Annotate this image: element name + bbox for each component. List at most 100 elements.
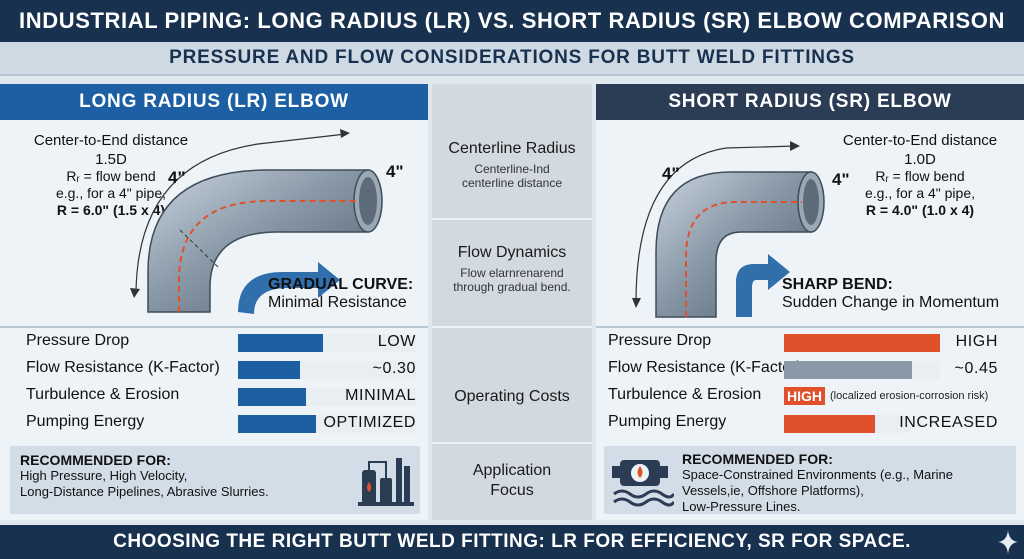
lr-curve-title: GRADUAL CURVE: [268,276,414,293]
metric-value: INCREASED [899,414,998,431]
bar-track [784,334,940,352]
metric-label: Pumping Energy [26,413,145,430]
bar-track [238,415,416,433]
lr-curve-sub: Minimal Resistance [268,294,407,311]
metric-label: Pumping Energy [608,413,727,430]
application-line2: Focus [490,482,534,499]
metric-label: Flow Resistance (K-Factor) [608,359,802,376]
sr-spec-line3: Rᵣ = flow bend [875,168,965,184]
bar-track [238,361,416,379]
lr-spec-line3: Rᵣ = flow bend [66,168,156,184]
lr-elbow-illustration [130,129,383,314]
sr-rec-line2: Vessels,ie, Offshore Platforms), [682,483,864,498]
sr-bar-fill [784,361,912,379]
sr-heading: SHORT RADIUS (SR) ELBOW [596,84,1024,120]
lr-dim-a: 4" [168,168,186,187]
metric-label: Turbulence & Erosion [26,386,180,403]
metric-value: ~0.30 [372,360,416,377]
lr-spec-line5: R = 6.0" (1.5 x 4) [56,202,166,218]
lr-rec-line2: Long-Distance Pipelines, Abrasive Slurri… [20,484,269,499]
flow-title: Flow Dynamics [457,244,567,261]
page-subtitle: PRESSURE AND FLOW CONSIDERATIONS FOR BUT… [0,42,1024,76]
metric-row: Turbulence & Erosion MINIMAL [26,386,416,408]
mid-divider-2 [432,326,592,328]
metric-row: Flow Resistance (K-Factor) ~0.45 [608,359,998,381]
sr-spec-line4: e.g., for a 4" pipe, [864,185,976,201]
lr-spec-line4: e.g., for a 4" pipe, [55,185,167,201]
flow-sub1: Flow elarnrenarend [460,266,564,280]
sparkle-icon [998,530,1018,554]
lr-bar-fill [238,361,301,379]
pump-icon [612,460,674,507]
sr-rec-title: RECOMMENDED FOR: [682,451,833,467]
centerline-sub1: Centerline-Ind [474,162,550,176]
sr-metrics: Pressure Drop HIGH Flow Resistance (K-Fa… [608,332,998,442]
comparison-column: Centerline Radius Centerline-Ind centerl… [432,84,592,520]
sr-dim-a: 4" [662,164,680,183]
lr-bar-fill [238,388,306,406]
bar-track [238,334,416,352]
sr-spec-line5: R = 4.0" (1.0 x 4) [865,202,975,218]
sr-spec: Center-to-End distance 1.0D Rᵣ = flow be… [820,132,1020,219]
operating-costs-block: Operating Costs [432,388,592,406]
metric-label: Flow Resistance (K-Factor) [26,359,220,376]
application-line1: Application [472,462,552,479]
lr-heading: LONG RADIUS (LR) ELBOW [0,84,428,120]
metric-label: Turbulence & Erosion [608,386,762,403]
sr-divider-1 [596,326,1024,328]
bar-track [784,361,940,379]
flow-sub2: through gradual bend. [453,280,571,294]
sr-turbulence-badge: HIGH [784,387,825,405]
sr-dim-b: 4" [832,170,850,189]
metric-row: Pumping Energy INCREASED [608,413,998,435]
sr-panel: SHORT RADIUS (SR) ELBOW 4" 4" Center-to-… [596,84,1024,520]
sr-rec-line3: Low-Pressure Lines. [682,499,801,514]
lr-rec-line1: High Pressure, High Velocity, [20,468,188,483]
metric-label: Pressure Drop [608,332,712,349]
metric-label: Pressure Drop [26,332,130,349]
sr-bar-fill [784,334,940,352]
sr-bar-fill [784,415,875,433]
lr-rec-title: RECOMMENDED FOR: [20,452,171,468]
refinery-icon [358,458,414,506]
lr-metrics: Pressure Drop LOW Flow Resistance (K-Fac… [26,332,416,442]
footer-banner: CHOOSING THE RIGHT BUTT WELD FITTING: LR… [0,525,1024,559]
sr-curve-sub: Sudden Change in Momentum [782,294,1000,311]
metric-value: LOW [377,333,416,350]
mid-divider-3 [432,442,592,444]
sr-elbow-illustration [632,141,825,318]
centerline-sub2: centerline distance [461,176,563,190]
metric-row: Pumping Energy OPTIMIZED [26,413,416,435]
bar-track [238,388,416,406]
metric-row: Turbulence & Erosion HIGH (localized ero… [608,386,998,408]
metric-row: Pressure Drop LOW [26,332,416,354]
metric-row: Pressure Drop HIGH [608,332,998,354]
centerline-block: Centerline Radius Centerline-Ind centerl… [432,140,592,190]
metric-row: Flow Resistance (K-Factor) ~0.30 [26,359,416,381]
lr-bar-fill [238,415,317,433]
flow-block: Flow Dynamics Flow elarnrenarend through… [432,244,592,294]
sr-spec-line2: 1.0D [904,151,936,168]
sr-recommended-box: RECOMMENDED FOR: Space-Constrained Envir… [604,446,1016,514]
lr-bar-fill [238,334,324,352]
page-title: INDUSTRIAL PIPING: LONG RADIUS (LR) VS. … [0,0,1024,42]
lr-spec: Center-to-End distance 1.5D Rᵣ = flow be… [6,132,216,219]
lr-spec-line1: Center-to-End distance [33,132,189,149]
bar-track [784,415,910,433]
lr-recommended-box: RECOMMENDED FOR: High Pressure, High Vel… [10,446,420,514]
sr-turbulence-note: (localized erosion-corrosion risk) [830,390,989,402]
metric-value: MINIMAL [345,387,416,404]
centerline-title: Centerline Radius [448,140,576,157]
metric-value: ~0.45 [954,360,998,377]
lr-panel: LONG RADIUS (LR) ELBOW Center-to-End dis… [0,84,428,520]
mid-divider-1 [432,218,592,220]
metric-value: OPTIMIZED [323,414,416,431]
lr-dim-b: 4" [386,162,404,181]
sr-spec-line1: Center-to-End distance [842,132,998,149]
lr-divider-1 [0,326,428,328]
metric-value: HIGH [955,333,998,350]
application-block: Application Focus [432,462,592,500]
sr-curve-title: SHARP BEND: [782,276,893,293]
operating-costs-title: Operating Costs [454,388,570,405]
lr-spec-line2: 1.5D [95,151,127,168]
